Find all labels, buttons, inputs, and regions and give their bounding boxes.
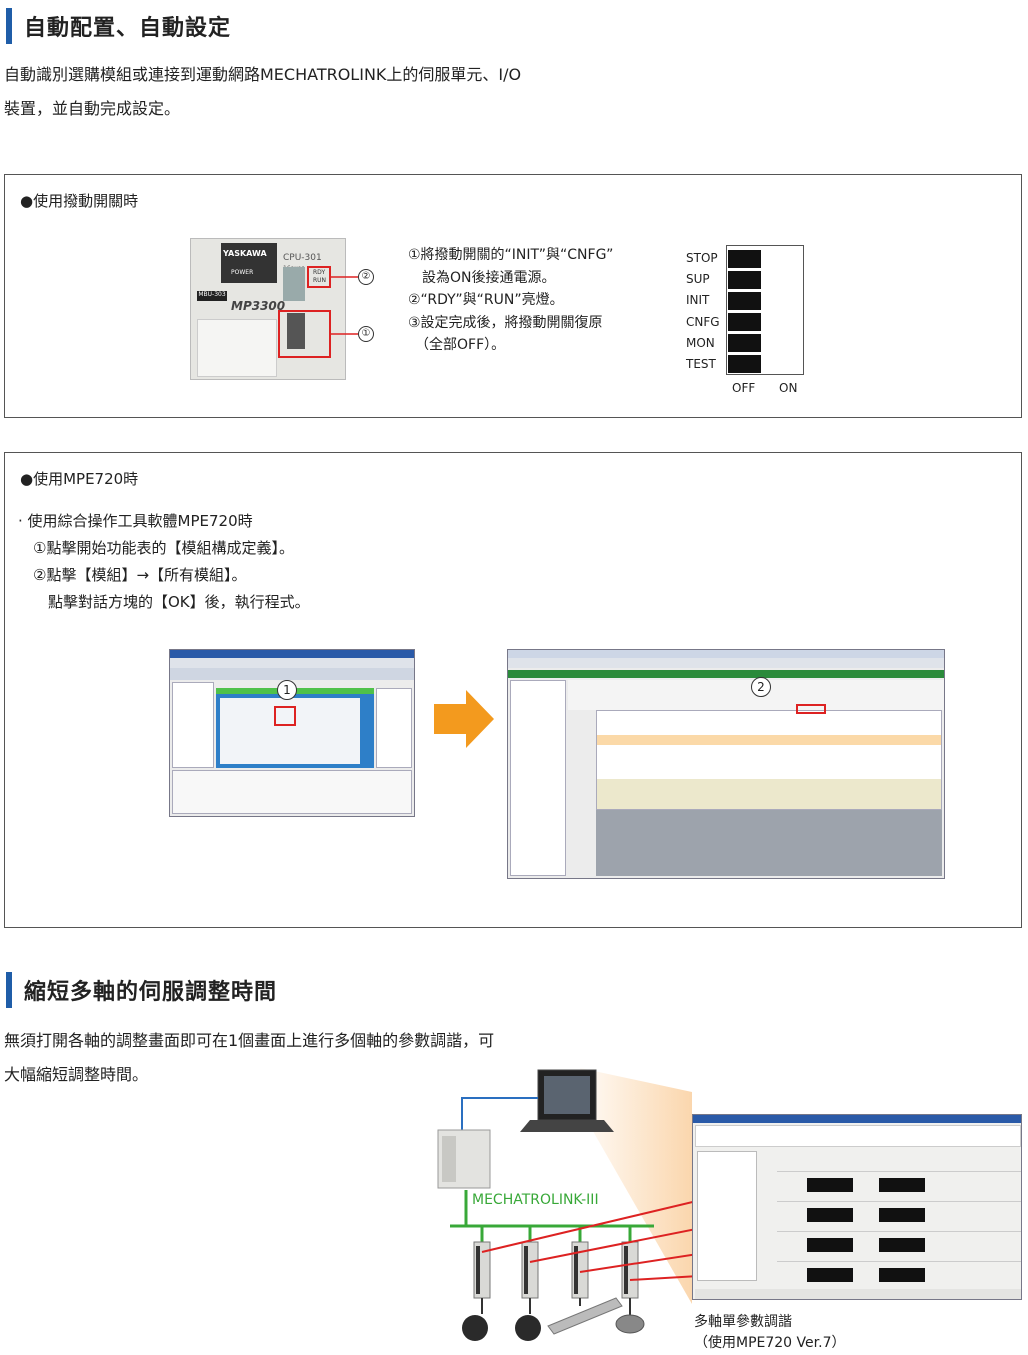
axis-on-label: ON (779, 381, 798, 395)
module-config-screenshot (507, 649, 945, 879)
instruction-line: ②點擊【模組】→【所有模組】。 (18, 566, 247, 584)
window-menubar (170, 658, 414, 668)
unused-area (596, 810, 942, 876)
power-label: POWER (231, 269, 254, 276)
module-front-panel (197, 319, 277, 377)
switch-label: MON (686, 335, 715, 350)
desc-line: 無須打開各軸的調整畫面即可在1個畫面上進行多個軸的參數調諧，可 (4, 1031, 495, 1050)
output-pane (172, 770, 412, 814)
mpe720-start-screenshot (169, 649, 415, 817)
module-top-label (221, 243, 277, 283)
window-titlebar (693, 1115, 1021, 1123)
laptop-icon (520, 1069, 614, 1132)
section-title-text: 自動配置、自動設定 (24, 16, 232, 41)
step-line: ③設定完成後，將撥動開關復原 (408, 314, 603, 331)
desc-line: 自動識別選購模組或連接到運動網路MECHATROLINK上的伺服單元、I/O (4, 65, 522, 84)
callout-step-1: 1 (277, 680, 297, 700)
button-row (695, 1289, 1021, 1299)
switch-label: SUP (686, 272, 710, 287)
window-titlebar (170, 650, 414, 658)
mbu-label: MBU-303 (197, 291, 227, 301)
highlighted-row (597, 735, 941, 745)
title-accent-bar (6, 972, 12, 1008)
section1-description: 自動識別選購模組或連接到運動網路MECHATROLINK上的伺服單元、I/O 裝… (4, 58, 521, 126)
step-line: （全部OFF）。 (408, 337, 506, 353)
caption-line: （使用MPE720 Ver.7） (694, 1335, 846, 1351)
step-line: ②“RDY”與“RUN”亮燈。 (408, 292, 564, 308)
axis-row (777, 1231, 1021, 1259)
section2-description: 無須打開各軸的調整畫面即可在1個畫面上進行多個軸的參數調諧，可 大幅縮短調整時間… (4, 1024, 494, 1092)
axis-row (777, 1261, 1021, 1289)
dip-steps: ①將撥動開關的“INIT”與“CNFG” 設為ON後接通電源。 ②“RDY”與“… (408, 244, 613, 357)
dip-switch-stop (728, 250, 761, 268)
tuning-caption: 多軸單參數調諧 （使用MPE720 Ver.7） (694, 1312, 845, 1354)
desc-line: 大幅縮短調整時間。 (4, 1065, 149, 1084)
step-line: ①將撥動開關的“INIT”與“CNFG” (408, 247, 614, 263)
callout-step-2: 2 (751, 677, 771, 697)
axis-row (777, 1171, 1021, 1199)
axis-row (777, 1201, 1021, 1229)
section-title-tuning: 縮短多軸的伺服調整時間 (6, 970, 277, 1010)
window-menubar (508, 658, 944, 668)
module-table (596, 710, 942, 810)
tuning-header (695, 1125, 1021, 1147)
switch-labels: STOP SUP INIT CNFG MON TEST (686, 248, 720, 375)
start-menu-panel (216, 688, 374, 768)
panel-dip-switch (4, 174, 1022, 418)
axis-off-label: OFF (732, 381, 756, 395)
window-toolbar (170, 668, 414, 680)
led-labels: RDY RUN (313, 269, 327, 284)
panel-heading: ●使用MPE720時 (20, 470, 139, 488)
brand-logo: YASKAWA (223, 249, 267, 258)
switch-label: INIT (686, 293, 710, 308)
ethernet-line (461, 1097, 538, 1132)
servo-drives (473, 1226, 639, 1299)
dip-switch-mon (728, 334, 761, 352)
panel-heading: ●使用撥動開關時 (20, 192, 139, 210)
network-label: MECHATROLINK-III (472, 1192, 599, 1208)
switch-label: CNFG (686, 314, 720, 329)
servo-motors (462, 1297, 645, 1341)
instruction-line: 點擊對話方塊的【OK】後，執行程式。 (18, 593, 310, 611)
controller-icon (437, 1129, 491, 1189)
project-tree (172, 682, 214, 768)
green-header-bar (508, 670, 944, 678)
callout-1: ① (358, 326, 374, 342)
mpe-instructions: · 使用綜合操作工具軟體MPE720時 ①點擊開始功能表的【模組構成定義】。 ②… (18, 508, 310, 616)
desc-line: 裝置，並自動完成設定。 (4, 99, 181, 118)
work-space-tree (510, 680, 566, 876)
instruction-line: ①點擊開始功能表的【模組構成定義】。 (18, 539, 294, 557)
title-accent-bar (6, 8, 12, 44)
caption-line: 多軸單參數調諧 (694, 1314, 792, 1330)
switch-label: TEST (686, 357, 716, 372)
instruction-line: · 使用綜合操作工具軟體MPE720時 (18, 512, 253, 530)
window-titlebar (508, 650, 944, 658)
dip-switch-test (728, 355, 761, 373)
tuning-flow (697, 1151, 757, 1281)
highlight-module-config (274, 706, 296, 726)
dip-switch-sup (728, 271, 761, 289)
dip-switch-block (287, 313, 305, 349)
series-mark: MP3300 (231, 299, 286, 313)
cpu-module-photo: YASKAWA POWER CPU-301 16axes MBU-303 MP3… (190, 238, 346, 380)
callout-lines (330, 276, 358, 335)
highlight-motion-register (796, 704, 826, 714)
right-pane (376, 688, 412, 768)
multi-axis-tuning-screenshot (692, 1114, 1022, 1300)
dip-switch-cnfg (728, 313, 761, 331)
switch-label: STOP (686, 251, 718, 265)
callout-2: ② (358, 269, 374, 285)
dip-switch-init (728, 292, 761, 310)
highlight-dip (278, 310, 331, 358)
highlight-led (307, 266, 331, 288)
arrow-right-icon (434, 690, 494, 748)
section-title-text: 縮短多軸的伺服調整時間 (24, 980, 278, 1005)
dip-switch-diagram (726, 245, 804, 375)
step-line: 設為ON後接通電源。 (408, 269, 556, 286)
section-title-auto-config: 自動配置、自動設定 (6, 6, 231, 46)
led-window (283, 267, 305, 301)
